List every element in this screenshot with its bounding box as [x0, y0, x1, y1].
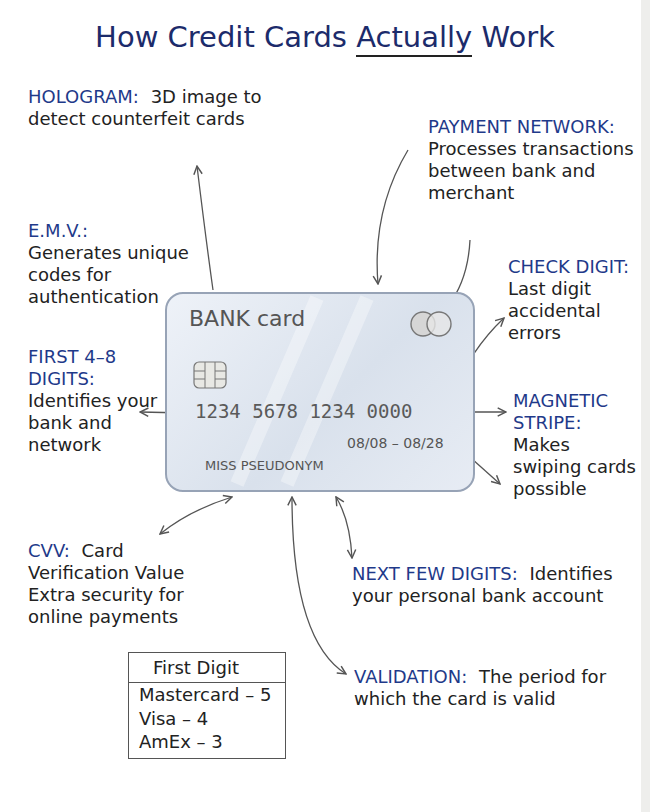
paper-edge: [641, 0, 650, 812]
callout: PAYMENT NETWORK: Processes transactions …: [428, 116, 636, 204]
callout-heading: FIRST 4–8 DIGITS:: [28, 346, 116, 389]
callout-heading: HOLOGRAM:: [28, 86, 139, 107]
callout-heading: CVV:: [28, 540, 70, 561]
table-cell: Mastercard – 5: [129, 683, 285, 706]
callout: FIRST 4–8 DIGITS: Identifies your bank a…: [28, 346, 160, 456]
next-digits-leader: [336, 497, 352, 558]
table-header: First Digit: [129, 653, 285, 683]
callout-text: Last digit accidental errors: [508, 278, 601, 343]
network-leader: [377, 150, 408, 284]
callout-heading: MAGNETIC STRIPE:: [513, 390, 608, 433]
title: How Credit Cards Actually Work: [0, 20, 650, 54]
callout-text: Generates unique codes for authenticatio…: [28, 242, 189, 307]
credit-card: BANK card 1234 5678 1234 0000 08/08 – 08/2…: [165, 292, 475, 492]
validation-leader: [292, 497, 346, 674]
first-digit-table: First DigitMastercard – 5Visa – 4AmEx – …: [128, 652, 286, 759]
callout-heading: VALIDATION:: [354, 666, 467, 687]
hologram-leader: [197, 166, 213, 290]
callout: NEXT FEW DIGITS: Identifies your persona…: [352, 563, 622, 607]
cardholder-name: MISS PSEUDONYM: [205, 458, 324, 473]
bank-name: BANK card: [189, 306, 305, 331]
callout-heading: NEXT FEW DIGITS:: [352, 563, 518, 584]
emv-chip: [194, 362, 226, 388]
card-number: 1234 5678 1234 0000: [195, 400, 412, 422]
callout-heading: PAYMENT NETWORK:: [428, 116, 615, 137]
table-cell: Visa – 4: [129, 707, 285, 730]
callout: VALIDATION: The period for which the car…: [354, 666, 630, 710]
callout-heading: E.M.V.:: [28, 220, 88, 241]
table-cell: AmEx – 3: [129, 730, 285, 757]
validity-dates: 08/08 – 08/28: [347, 435, 444, 451]
cvv-leader: [160, 497, 232, 534]
callout: HOLOGRAM: 3D image to detect counterfeit…: [28, 86, 310, 130]
callout: E.M.V.: Generates unique codes for authe…: [28, 220, 190, 308]
callout: MAGNETIC STRIPE: Makes swiping cards pos…: [513, 390, 643, 500]
callout-text: Makes swiping cards possible: [513, 434, 636, 499]
callout: CVV: Card Verification Value Extra secur…: [28, 540, 228, 628]
callout: CHECK DIGIT: Last digit accidental error…: [508, 256, 642, 344]
title-underline: [356, 55, 472, 57]
callout-text: Identifies your bank and network: [28, 390, 157, 455]
callout-text: Processes transactions between bank and …: [428, 138, 634, 203]
network-logo: [411, 312, 451, 336]
callout-heading: CHECK DIGIT:: [508, 256, 629, 277]
